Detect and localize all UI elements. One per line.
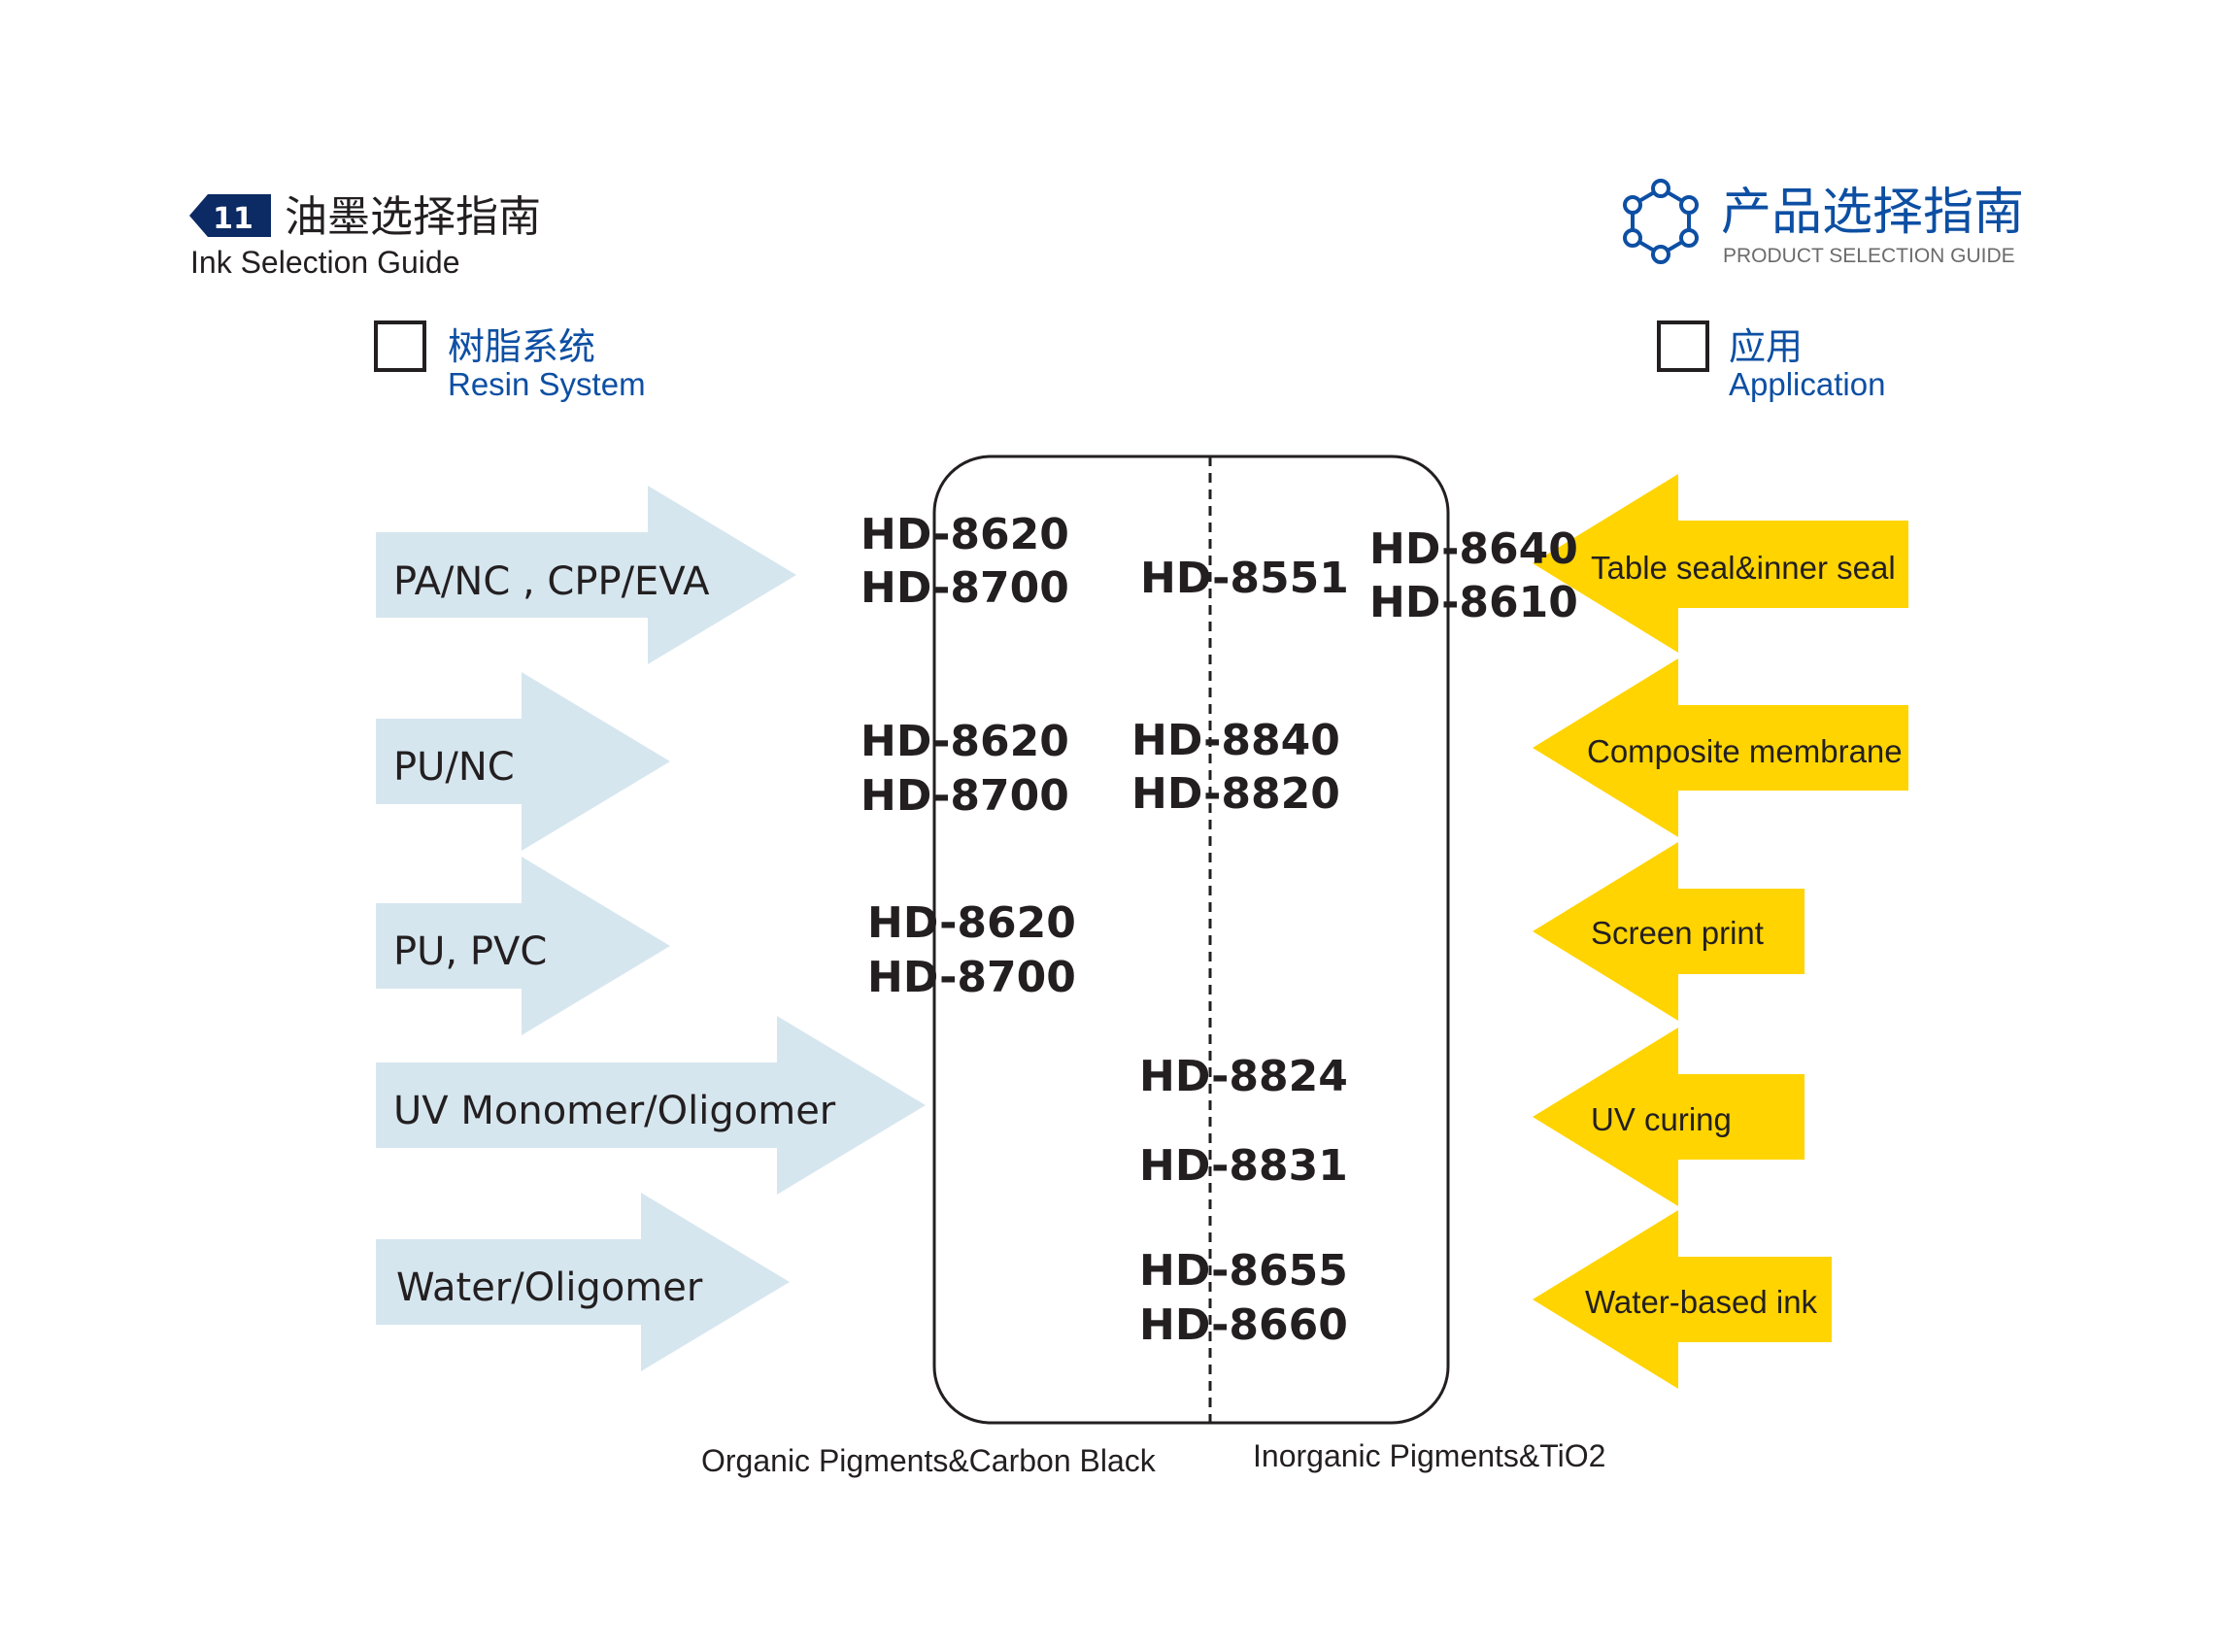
page-number-badge: 11 — [189, 194, 271, 237]
resin-arrow-label: PU/NC — [393, 745, 515, 790]
page-number: 11 — [213, 202, 253, 236]
resin-arrow-4: UV Monomer/Oligomer — [376, 1016, 926, 1195]
resin-checkbox — [374, 320, 426, 372]
application-arrow-label: Screen print — [1591, 915, 1764, 951]
application-arrow-5: Water-based ink — [1533, 1210, 1832, 1389]
application-arrow-label: Composite membrane — [1587, 733, 1903, 769]
product-code: HD-8700 — [860, 563, 1069, 613]
resin-arrow-label: PU, PVC — [393, 929, 547, 974]
resin-arrow-label: UV Monomer/Oligomer — [393, 1089, 836, 1133]
product-code: HD-8620 — [860, 717, 1069, 766]
product-box — [932, 455, 1450, 1425]
product-code: HD-8824 — [1139, 1052, 1348, 1101]
product-code: HD-8640 — [1369, 524, 1578, 574]
page-title-en: Ink Selection Guide — [190, 245, 460, 280]
resin-arrow-3: PU, PVC — [376, 857, 670, 1035]
application-label-cn: 应用 — [1729, 325, 1803, 368]
product-code: HD-8831 — [1139, 1141, 1348, 1191]
resin-arrow-5: Water/Oligomer — [376, 1193, 790, 1371]
product-code: HD-8700 — [860, 771, 1069, 821]
resin-arrow-1: PA/NC , CPP/EVA — [376, 486, 796, 664]
application-arrow-1: Table seal&inner seal — [1533, 474, 1908, 653]
product-code: HD-8660 — [1139, 1300, 1348, 1350]
resin-arrow-label: Water/Oligomer — [396, 1265, 703, 1310]
product-code: HD-8700 — [867, 953, 1076, 1002]
resin-arrow-label: PA/NC , CPP/EVA — [393, 559, 710, 604]
application-arrow-4: UV curing — [1533, 1028, 1804, 1206]
molecule-hexagon-icon — [1623, 179, 1699, 264]
application-arrow-3: Screen print — [1533, 842, 1804, 1021]
product-code: HD-8610 — [1369, 578, 1578, 627]
page-title-cn: 油墨选择指南 — [285, 192, 541, 242]
organic-pigments-label: Organic Pigments&Carbon Black — [701, 1443, 1157, 1478]
application-checkbox — [1657, 320, 1709, 372]
product-code: HD-8840 — [1131, 716, 1340, 765]
application-arrow-label: Table seal&inner seal — [1591, 550, 1896, 586]
product-guide-title-en: PRODUCT SELECTION GUIDE — [1723, 245, 2015, 267]
resin-label-cn: 树脂系统 — [448, 325, 595, 368]
product-code: HD-8620 — [860, 510, 1069, 559]
product-code: HD-8620 — [867, 898, 1076, 948]
application-arrow-label: UV curing — [1591, 1101, 1732, 1137]
product-guide-title-cn: 产品选择指南 — [1721, 184, 2024, 242]
application-label-en: Application — [1729, 366, 1885, 402]
product-code: HD-8551 — [1140, 554, 1349, 603]
application-arrow-label: Water-based ink — [1585, 1284, 1818, 1320]
inorganic-pigments-label: Inorganic Pigments&TiO2 — [1253, 1438, 1605, 1473]
product-code: HD-8820 — [1131, 769, 1340, 819]
resin-arrow-2: PU/NC — [376, 672, 670, 851]
product-code: HD-8655 — [1139, 1246, 1348, 1296]
resin-label-en: Resin System — [448, 366, 646, 402]
application-arrow-2: Composite membrane — [1533, 658, 1908, 837]
